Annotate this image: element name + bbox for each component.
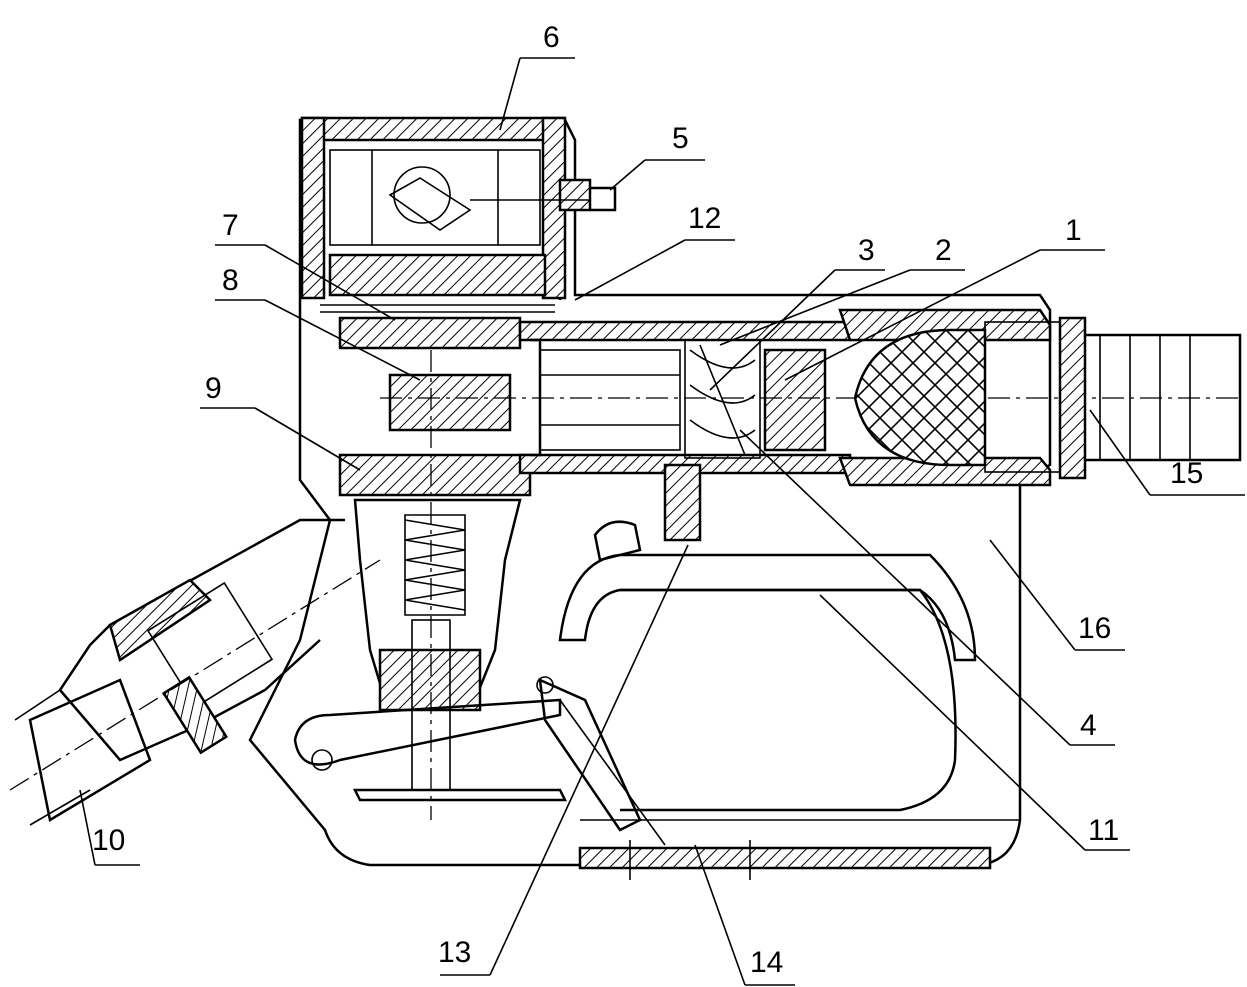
callout-6: 6: [543, 21, 560, 54]
callout-15: 15: [1170, 457, 1203, 490]
spout: [9, 518, 381, 826]
callout-16: 16: [1078, 612, 1111, 645]
callout-11: 11: [1088, 814, 1119, 847]
callout-8: 8: [222, 264, 239, 297]
callout-9: 9: [205, 372, 222, 405]
callout-13: 13: [438, 936, 471, 969]
leader-lines: [79, 57, 1245, 986]
callout-5: 5: [672, 122, 689, 155]
callout-1: 1: [1065, 214, 1082, 247]
callout-2: 2: [935, 234, 952, 267]
nozzle-body: [248, 116, 1052, 867]
callout-12: 12: [688, 202, 721, 235]
callout-10: 10: [92, 824, 125, 857]
trigger-lever: [293, 553, 977, 846]
callout-3: 3: [858, 234, 875, 267]
callout-4: 4: [1080, 709, 1097, 742]
callout-7: 7: [222, 209, 239, 242]
callout-labels: 1 2 3 4 5 6 7 8 9 10 11 12 13 14 15 16: [92, 21, 1203, 979]
callout-14: 14: [750, 946, 783, 979]
bottom-guard: [578, 819, 1020, 880]
inlet-swivel: [838, 308, 1242, 487]
main-valve-assembly: [338, 350, 532, 820]
auto-shutoff-parts: [470, 178, 702, 562]
